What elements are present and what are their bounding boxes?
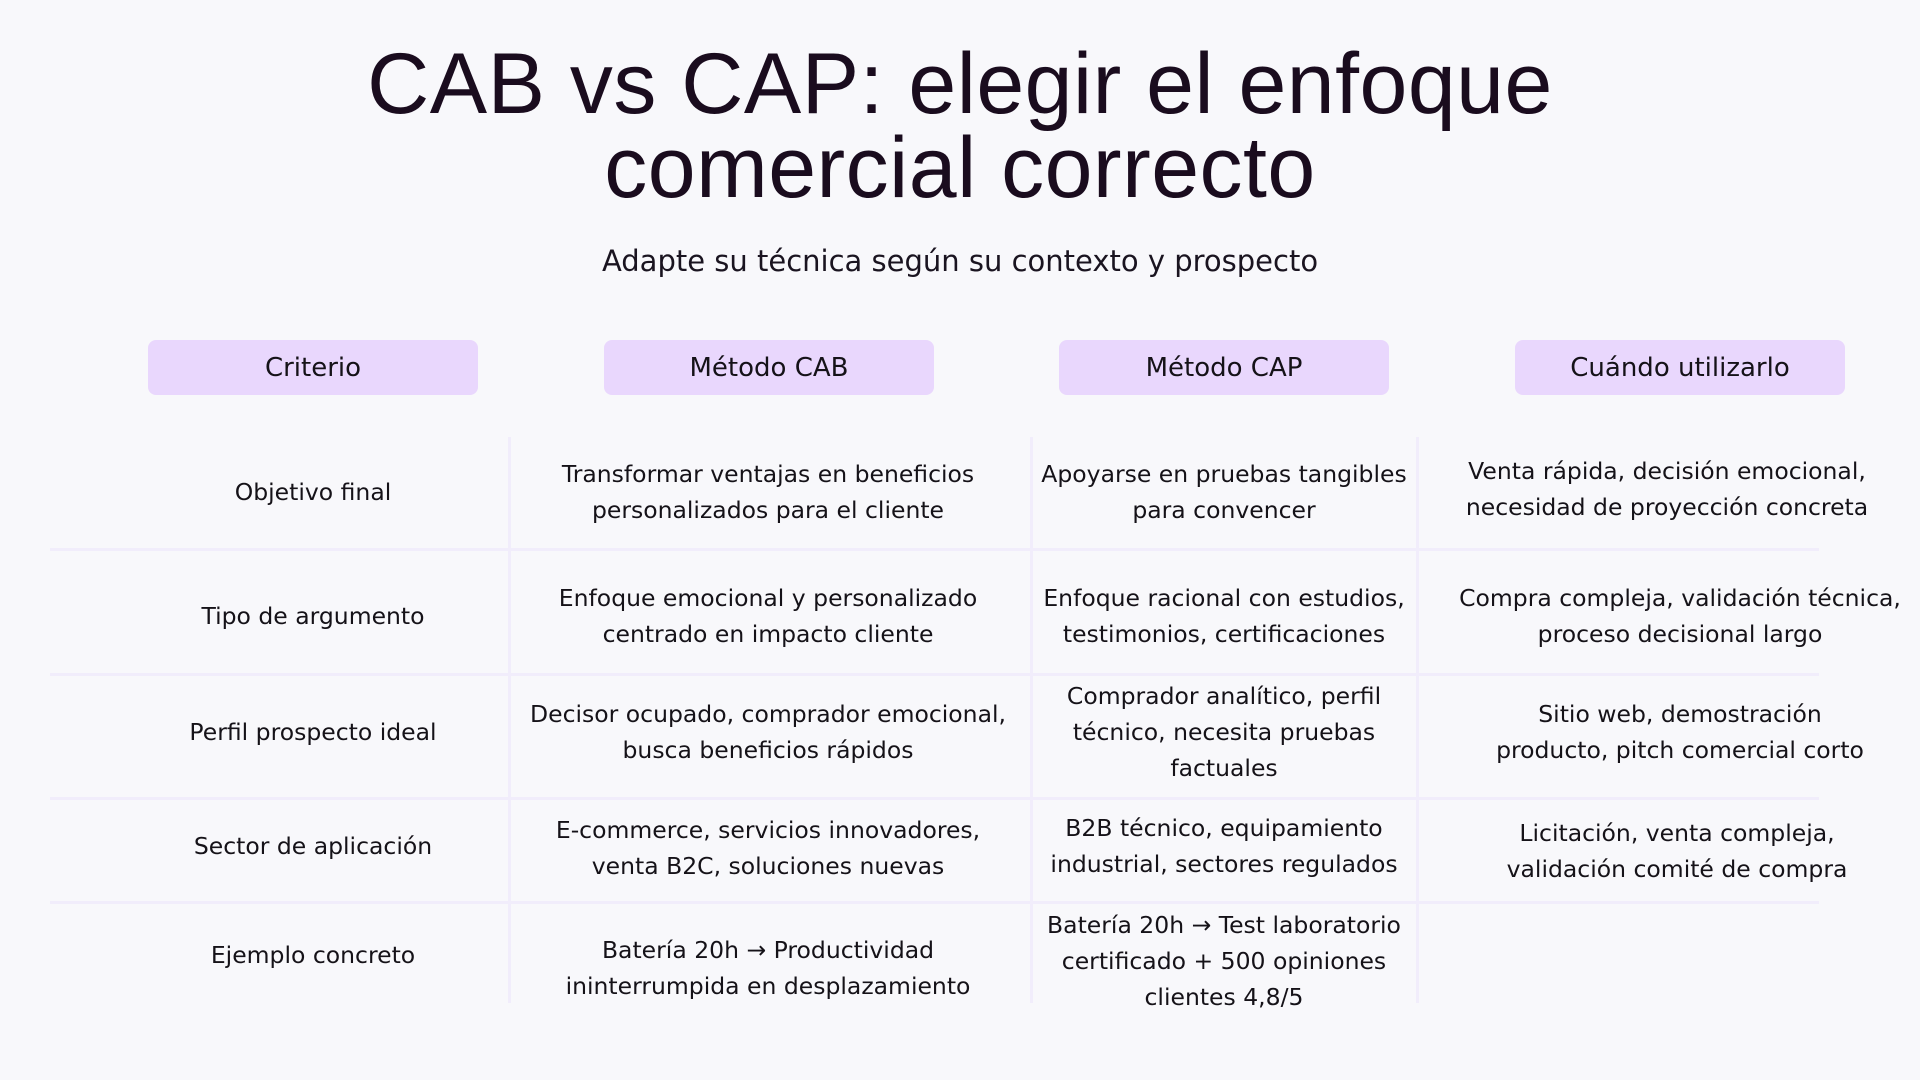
cell-criterio: Perfil prospecto ideal xyxy=(189,718,437,746)
cell-cuando: Licitación, venta compleja,validación co… xyxy=(1506,819,1848,883)
row-divider xyxy=(50,548,1819,551)
cell-criterio: Ejemplo concreto xyxy=(210,941,416,969)
row-divider xyxy=(50,673,1819,676)
cell-cuando: Compra compleja, validación técnica,proc… xyxy=(1459,584,1901,648)
cell-cab: E-commerce, servicios innovadores,venta … xyxy=(555,816,981,880)
cell-cuando: Venta rápida, decisión emocional,necesid… xyxy=(1465,457,1869,521)
header-metodo-cap: Método CAP xyxy=(1059,340,1389,395)
cell-criterio: Sector de aplicación xyxy=(193,832,433,860)
cell-criterio: Tipo de argumento xyxy=(201,602,425,630)
cell-cab: Decisor ocupado, comprador emocional,bus… xyxy=(530,700,1006,764)
title-line-2: comercial correcto xyxy=(604,120,1316,216)
row-divider xyxy=(50,797,1819,800)
row-divider xyxy=(50,901,1819,904)
page-title: CAB vs CAP: elegir el enfoque comercial … xyxy=(0,41,1920,211)
cell-criterio: Objetivo final xyxy=(234,478,392,506)
column-divider xyxy=(1416,437,1419,1003)
column-divider xyxy=(1030,437,1033,1003)
header-metodo-cab: Método CAB xyxy=(604,340,934,395)
title-line-1: CAB vs CAP: elegir el enfoque xyxy=(367,36,1553,132)
header-cuando-utilizarlo: Cuándo utilizarlo xyxy=(1515,340,1845,395)
header-criterio: Criterio xyxy=(148,340,478,395)
cell-cap: Enfoque racional con estudios,testimonio… xyxy=(1043,584,1405,648)
subtitle: Adapte su técnica según su contexto y pr… xyxy=(601,244,1319,278)
column-divider xyxy=(508,437,511,1003)
